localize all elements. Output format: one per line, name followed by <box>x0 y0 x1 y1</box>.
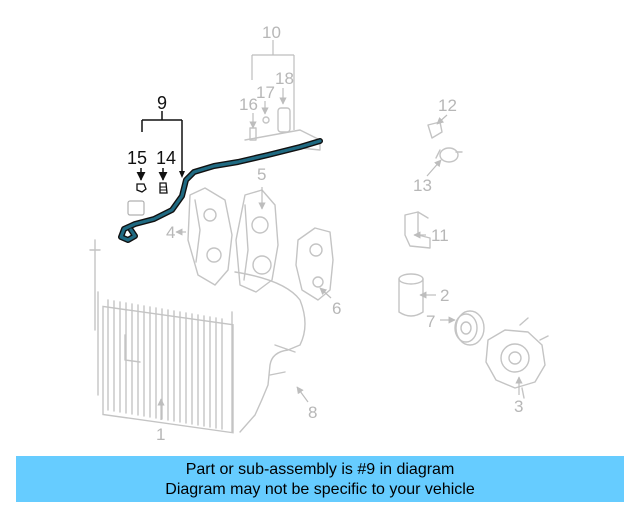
callout-17: 17 <box>256 83 275 102</box>
condenser-part-1[interactable] <box>89 239 234 434</box>
clutch-pulley-part-7[interactable] <box>454 310 485 346</box>
sensor-part-13[interactable] <box>435 147 463 163</box>
callout-3: 3 <box>514 397 523 416</box>
part-9-fitting <box>127 200 145 216</box>
callout-2: 2 <box>440 286 449 305</box>
callout-6: 6 <box>332 299 341 318</box>
info-banner: Part or sub-assembly is #9 in diagram Di… <box>16 456 624 502</box>
parts-diagram: 1 2 3 4 5 6 7 8 9 10 11 12 13 14 15 16 1… <box>89 23 549 444</box>
compressor-part-3[interactable] <box>485 317 549 399</box>
part-9-line-highlight <box>119 139 322 242</box>
callout-14: 14 <box>156 148 176 168</box>
pressure-switch-part-12[interactable] <box>427 121 443 139</box>
callout-7: 7 <box>426 312 435 331</box>
callout-16: 16 <box>239 95 258 114</box>
banner-line-1: Part or sub-assembly is #9 in diagram <box>185 461 455 478</box>
fitting-part-15[interactable] <box>136 183 147 193</box>
refrigerant-line-part-9[interactable] <box>118 138 323 243</box>
callout-15: 15 <box>127 148 147 168</box>
callout-1: 1 <box>156 425 165 444</box>
leader-lines <box>157 40 523 420</box>
callout-8: 8 <box>308 403 317 422</box>
banner-line-2: Diagram may not be specific to your vehi… <box>165 481 475 498</box>
bracket-part-4[interactable] <box>187 187 233 286</box>
leader-lines-active <box>136 111 185 181</box>
callout-4: 4 <box>166 223 175 242</box>
hose-part-8[interactable] <box>234 271 306 433</box>
callout-10: 10 <box>262 23 281 42</box>
fitting-part-14[interactable] <box>159 182 168 194</box>
callout-11: 11 <box>431 226 449 245</box>
receiver-drier-part-2[interactable] <box>398 273 424 317</box>
mounting-bracket-part-11[interactable] <box>404 211 431 249</box>
mount-bracket-part-6[interactable] <box>295 227 334 301</box>
housing-part-5[interactable] <box>235 189 279 293</box>
callout-9: 9 <box>157 93 167 113</box>
callout-5: 5 <box>257 165 266 184</box>
callout-13: 13 <box>413 176 432 195</box>
callout-18: 18 <box>275 69 294 88</box>
callout-12: 12 <box>438 96 457 115</box>
